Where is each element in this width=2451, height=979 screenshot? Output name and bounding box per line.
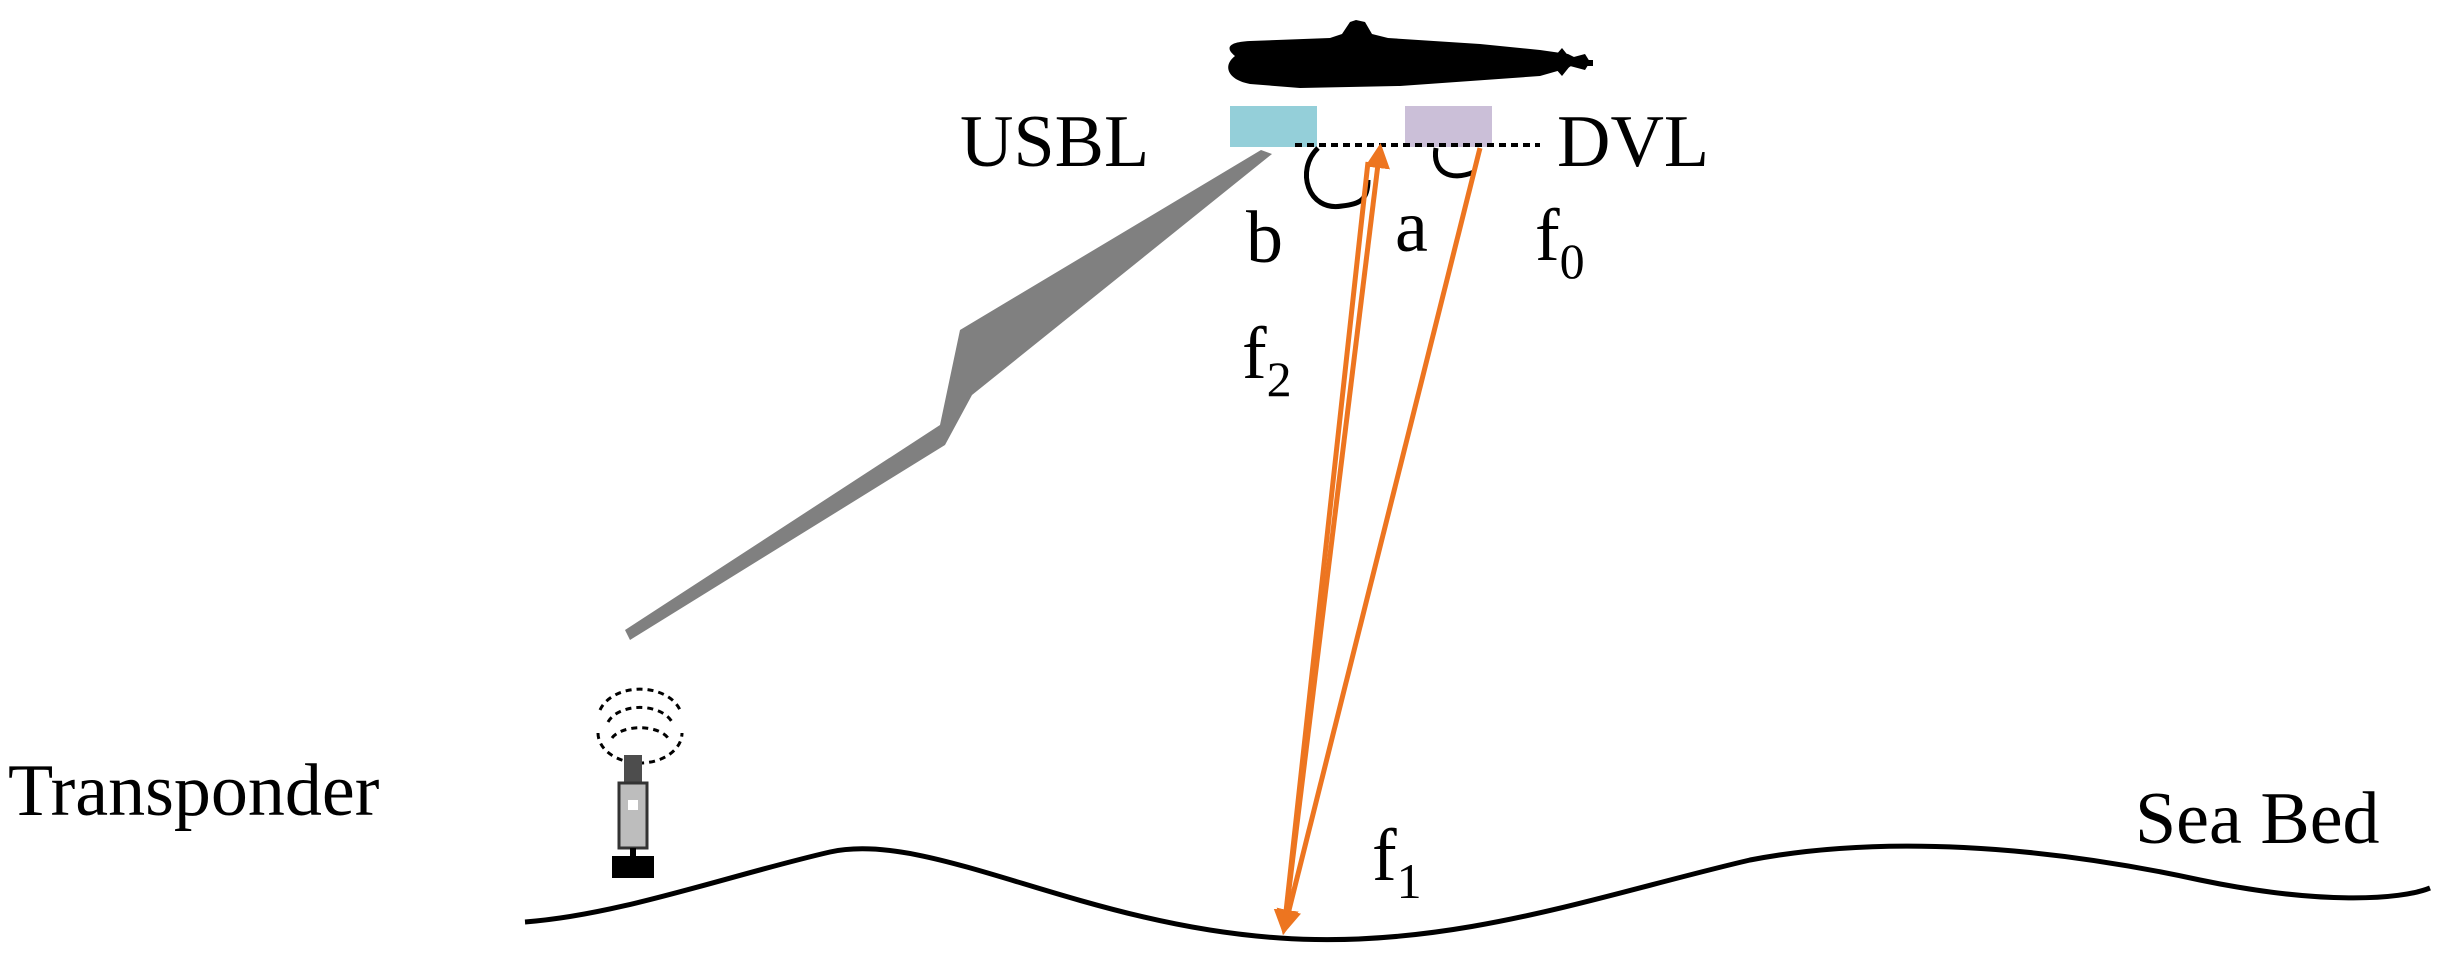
f1-label: f1 — [1372, 815, 1422, 909]
usbl-label: USBL — [960, 101, 1149, 183]
submarine-icon — [1228, 20, 1593, 88]
transponder-label: Transponder — [8, 750, 379, 832]
f0-label: f0 — [1535, 195, 1585, 289]
lightning-link-icon — [625, 150, 1272, 640]
angle-a-arc — [1432, 147, 1475, 179]
transponder-icon — [596, 687, 684, 878]
sea-bed-line — [524, 843, 2431, 943]
usbl-box — [1230, 106, 1317, 147]
f2-label: f2 — [1242, 313, 1292, 407]
angle-b-label: b — [1246, 197, 1283, 279]
beam-f0 — [1276, 147, 1483, 935]
dvl-box — [1405, 106, 1492, 147]
angle-a-label: a — [1395, 186, 1428, 268]
sea-bed-label: Sea Bed — [2135, 778, 2380, 860]
dvl-label: DVL — [1557, 101, 1709, 183]
angle-b-arc — [1303, 146, 1371, 209]
beam-f2 — [1281, 143, 1390, 931]
